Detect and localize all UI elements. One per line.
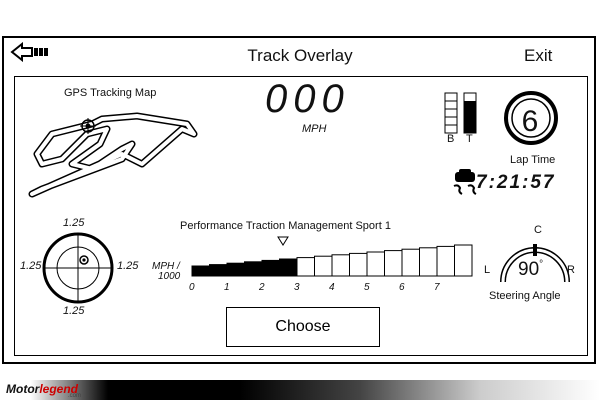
rpm-segment <box>191 265 210 277</box>
rpm-segment <box>384 250 403 277</box>
lap-time-value: 7:21:57 <box>476 172 556 193</box>
gps-map-label: GPS Tracking Map <box>64 87 157 99</box>
g-meter-bottom-label: 1.25 <box>63 305 85 317</box>
ptm-title: Performance Traction Management Sport 1 <box>180 220 391 232</box>
rpm-segment <box>349 252 368 277</box>
page-title: Track Overlay <box>247 46 353 65</box>
rpm-segment <box>279 258 298 277</box>
g-meter-left-label: 1.25 <box>20 260 42 272</box>
rpm-segment <box>314 255 333 277</box>
rpm-tick-label: 5 <box>364 282 370 293</box>
steering-right-label: R <box>567 264 575 276</box>
throttle-label: T <box>466 133 473 145</box>
steering-center-label: C <box>534 224 542 236</box>
rpm-segment <box>436 245 455 277</box>
steering-angle-label: Steering Angle <box>489 290 561 302</box>
steering-left-label: L <box>484 264 491 276</box>
traction-car-icon <box>453 169 477 195</box>
rpm-position-marker <box>277 236 289 246</box>
back-arrow-icon[interactable] <box>10 42 50 62</box>
brake-label: B <box>447 133 455 145</box>
overlay-panel <box>14 76 588 356</box>
screen-frame <box>2 36 596 364</box>
g-force-meter <box>42 232 114 304</box>
rpm-tick-label: 2 <box>259 282 265 293</box>
brake-throttle-bars <box>444 92 477 134</box>
steering-angle-value: 90° <box>518 259 544 280</box>
rpm-segment <box>296 257 315 277</box>
rpm-tick-label: 3 <box>294 282 300 293</box>
watermark-bar <box>0 380 600 400</box>
ptm-axis-label: MPH / <box>152 261 180 272</box>
rpm-tick-label: 4 <box>329 282 335 293</box>
g-meter-top-label: 1.25 <box>63 217 85 229</box>
rpm-segment <box>419 247 438 277</box>
gear-number: 6 <box>521 105 539 138</box>
rpm-bar-graph <box>191 236 473 277</box>
speed-unit: MPH <box>302 123 327 135</box>
rpm-segment <box>226 262 245 277</box>
steering-angle-gauge <box>500 244 570 283</box>
g-meter-right-label: 1.25 <box>117 260 139 272</box>
rpm-segment <box>331 254 350 277</box>
rpm-tick-label: 0 <box>189 282 195 293</box>
ptm-axis-unit: 1000 <box>158 271 181 282</box>
choose-button[interactable]: Choose <box>226 307 380 347</box>
gps-track-map <box>28 112 198 198</box>
rpm-tick-label: 1 <box>224 282 230 293</box>
rpm-segment <box>401 248 420 277</box>
gear-indicator-ring <box>504 91 558 145</box>
rpm-segment <box>244 261 263 277</box>
car-position-marker <box>80 118 96 134</box>
rpm-segment <box>261 259 280 277</box>
speed-readout: 000 <box>265 77 350 121</box>
watermark-logo: Motorlegend <box>6 382 78 396</box>
watermark-tld: .com <box>68 393 82 399</box>
exit-button[interactable]: Exit <box>524 46 553 65</box>
rpm-segment <box>366 251 385 277</box>
rpm-tick-label: 6 <box>399 282 405 293</box>
rpm-segment <box>209 264 228 277</box>
rpm-segment <box>454 244 473 277</box>
rpm-tick-label: 7 <box>434 282 440 293</box>
lap-time-label: Lap Time <box>510 154 556 166</box>
